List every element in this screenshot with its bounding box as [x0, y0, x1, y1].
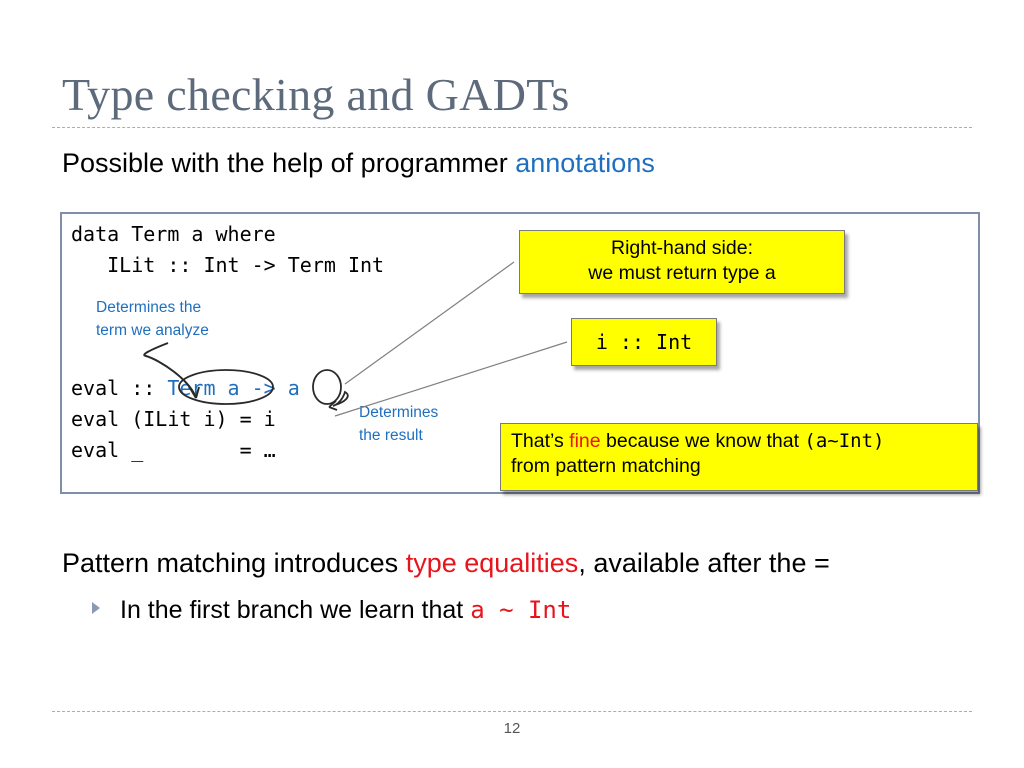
code-line-eval-signature: eval :: Term a -> a — [71, 373, 300, 404]
subtitle-text: Possible with the help of programmer — [62, 148, 516, 178]
page-number: 12 — [503, 720, 521, 737]
callout-fine-prefix: That’s — [511, 430, 570, 452]
bottom-suffix: , available after the = — [578, 548, 830, 578]
eval-sig-prefix: eval :: — [71, 376, 168, 400]
annotation-term-line1: Determines the — [96, 299, 202, 316]
callout-i-int: i :: Int — [571, 318, 717, 366]
callout-fine-word: fine — [569, 430, 601, 452]
eval-sig-arrow: -> — [239, 376, 288, 400]
bullet-code: a ~ Int — [470, 596, 572, 624]
bullet-text: In the first branch we learn that — [120, 596, 471, 624]
annotation-result-line1: Determines — [359, 404, 439, 421]
footer-divider — [52, 711, 972, 712]
callout-fine: That’s fine because we know that (a~Int)… — [500, 423, 978, 491]
callout-fine-line2: from pattern matching — [511, 455, 701, 477]
bullet-triangle-icon — [92, 602, 100, 614]
subtitle: Possible with the help of programmer ann… — [62, 148, 655, 179]
bottom-prefix: Pattern matching introduces — [62, 548, 406, 578]
code-line-ilit: ILit :: Int -> Term Int — [71, 253, 385, 277]
eval-sig-term: Term a — [167, 376, 240, 400]
annotation-term-line2: term we analyze — [96, 322, 209, 339]
bottom-statement: Pattern matching introduces type equalit… — [62, 548, 830, 579]
annotation-result-line2: the result — [359, 427, 423, 444]
slide-title: Type checking and GADTs — [62, 69, 570, 120]
eval-sig-result: a — [287, 376, 300, 400]
annotation-result: Determines the result — [359, 401, 438, 447]
subtitle-highlight: annotations — [515, 148, 655, 178]
callout-fine-line1: That’s fine because we know that (a~Int) — [511, 429, 967, 454]
callout-rhs: Right-hand side: we must return type a — [519, 230, 845, 294]
callout-rhs-line1: Right-hand side: — [610, 237, 753, 259]
bullet-item: In the first branch we learn that a ~ In… — [92, 596, 571, 625]
callout-fine-middle: because we know that — [600, 430, 805, 452]
callout-rhs-line2: we must return type a — [588, 262, 776, 284]
callout-fine-code: (a~Int) — [804, 430, 885, 452]
code-line-data: data Term a where — [71, 222, 276, 246]
bottom-highlight: type equalities — [405, 548, 579, 578]
annotation-term: Determines the term we analyze — [96, 296, 209, 342]
code-line-eval-wildcard: eval _ = … — [71, 438, 276, 462]
title-divider — [52, 127, 972, 128]
code-line-eval-ilit: eval (ILit i) = i — [71, 407, 276, 431]
